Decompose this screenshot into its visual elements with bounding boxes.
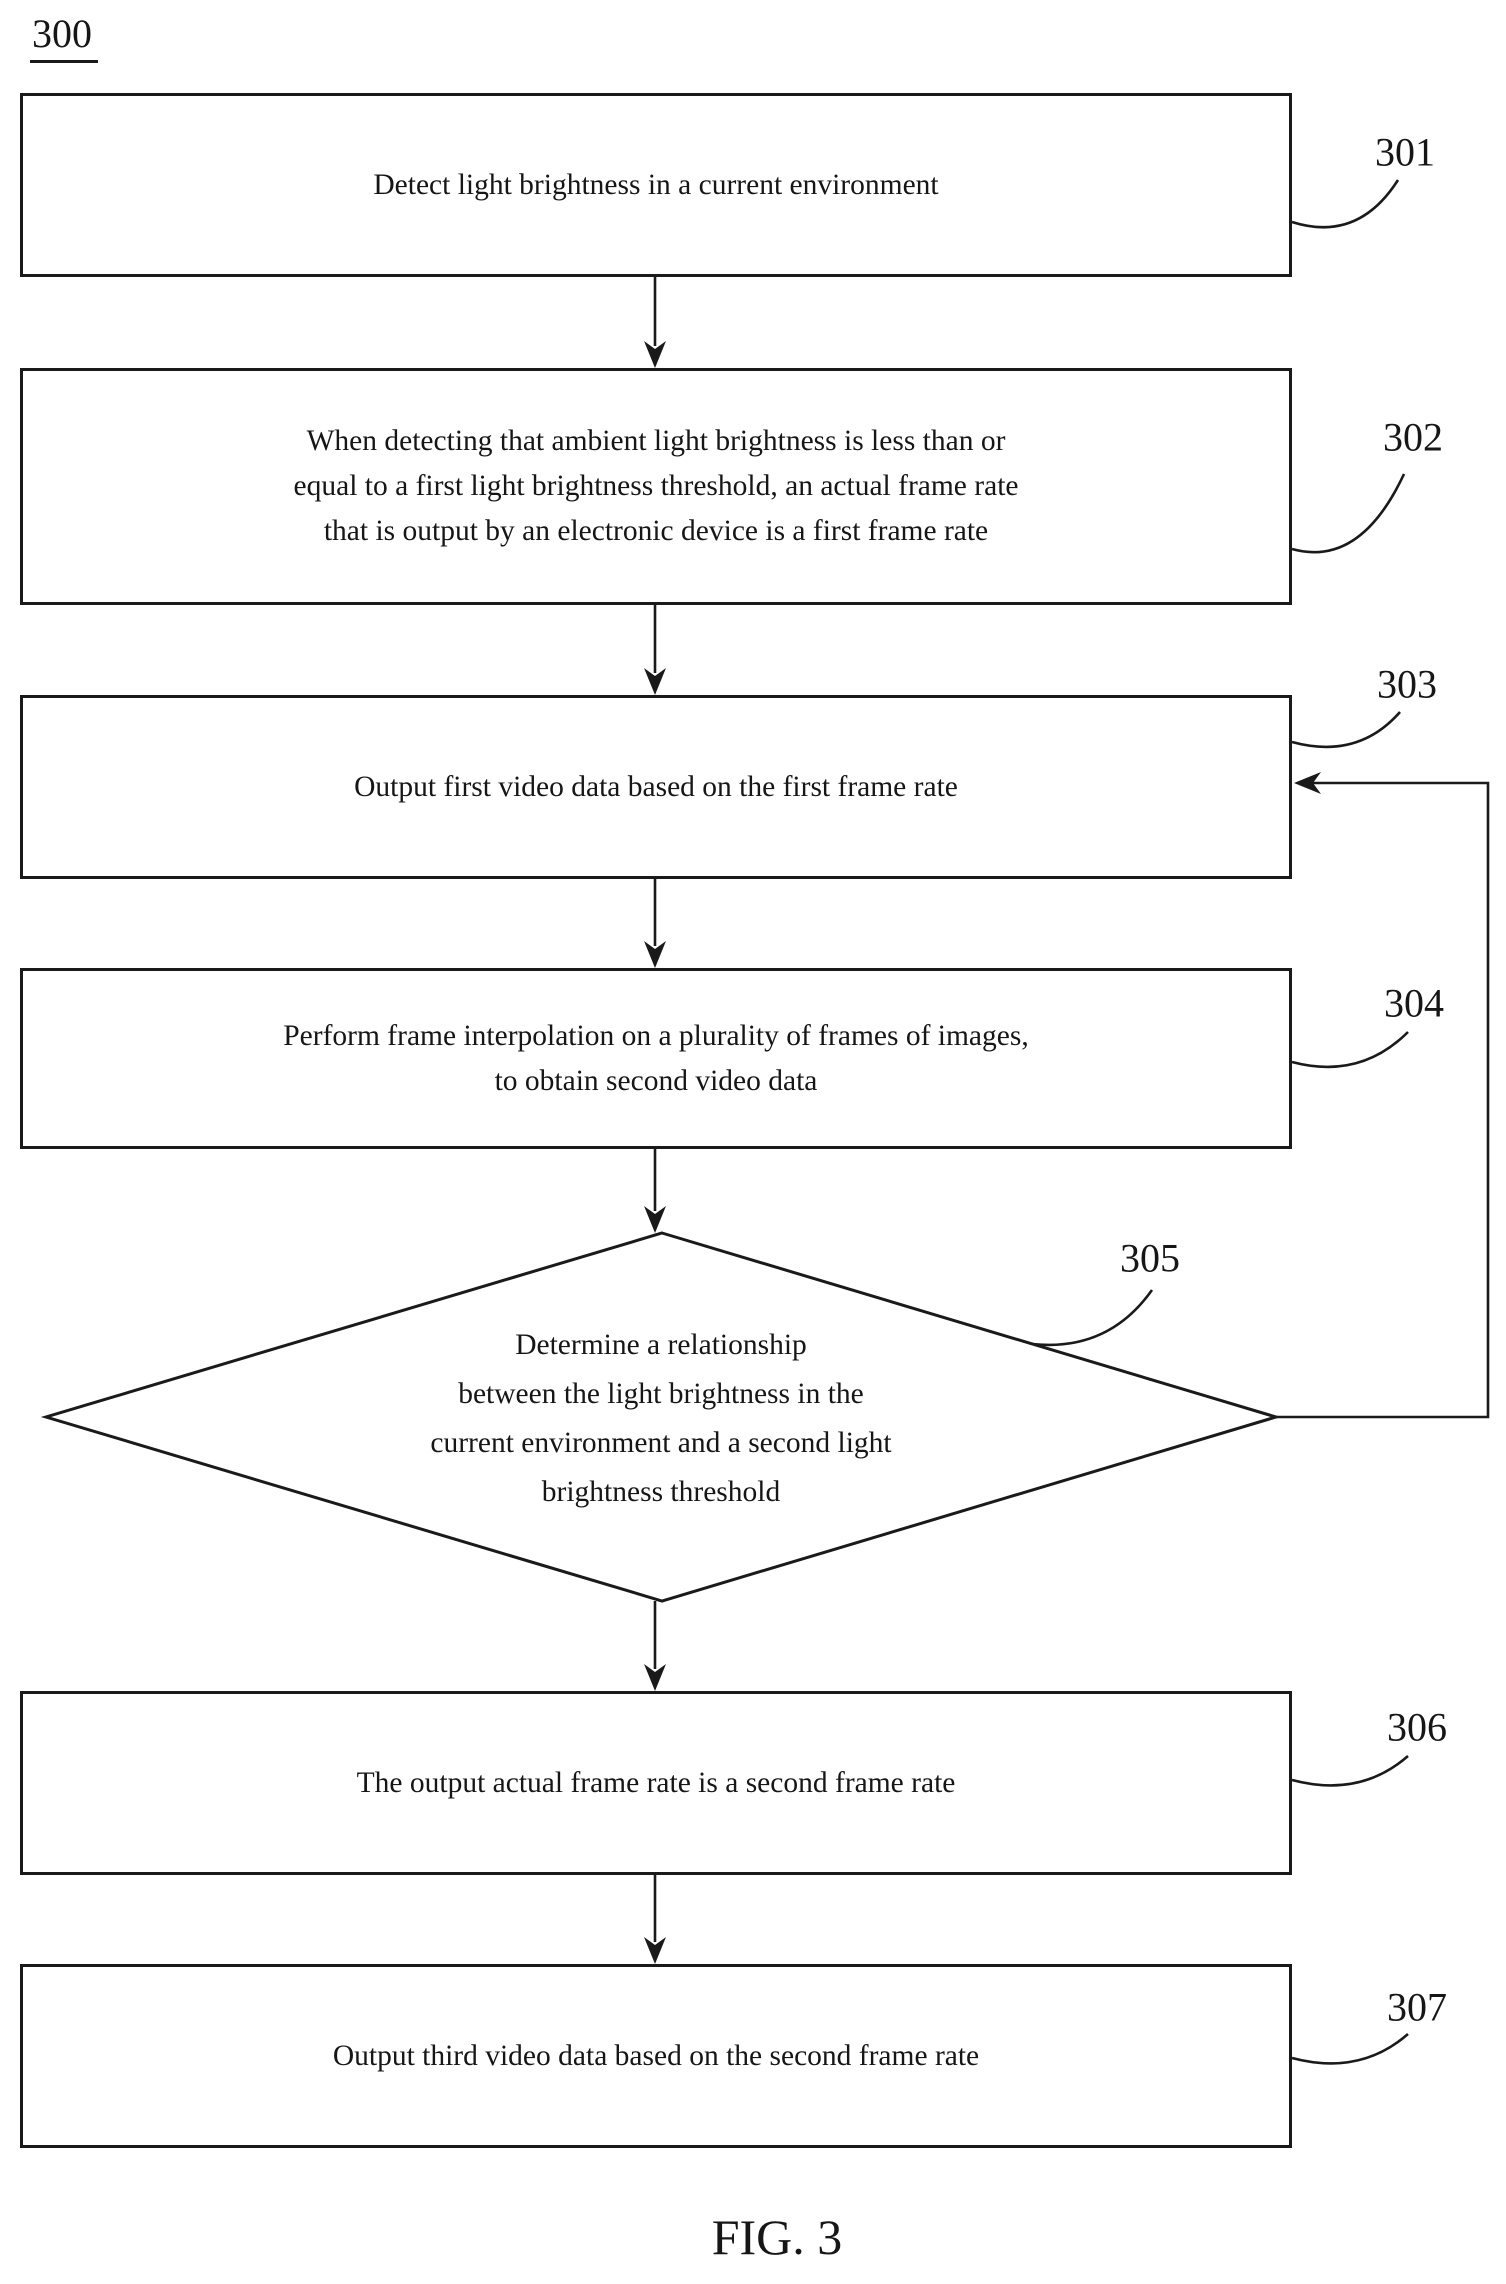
flow-box-301-text: Detect light brightness in a current env… [373, 168, 939, 201]
flow-box-303-text: Output first video data based on the fir… [354, 770, 958, 803]
leader-line-301 [1291, 179, 1400, 229]
ref-numeral-307: 307 [1387, 1984, 1447, 2030]
arrowhead-into-303 [644, 668, 666, 695]
ref-numeral-305: 305 [1120, 1235, 1180, 1281]
flow-box-302-text-line2: equal to a first light brightness thresh… [293, 470, 1019, 502]
flow-box-303: Output first video data based on the fir… [20, 695, 1292, 879]
ref-numeral-306: 306 [1387, 1704, 1447, 1750]
decision-diamond-305 [40, 1231, 1282, 1603]
flow-box-302: When detecting that ambient light bright… [20, 368, 1292, 605]
arrowhead-into-302 [644, 341, 666, 368]
arrowhead-feedback-into-303 [1294, 772, 1321, 794]
flow-box-306: The output actual frame rate is a second… [20, 1691, 1292, 1875]
flow-box-307: Output third video data based on the sec… [20, 1964, 1292, 2148]
ref-numeral-304: 304 [1384, 980, 1444, 1026]
figure-caption: FIG. 3 [711, 2209, 843, 2265]
decision-305-text-line3: current environment and a second light [430, 1427, 892, 1459]
leader-line-306 [1291, 1755, 1409, 1787]
decision-305-text-line1: Determine a relationship [515, 1329, 807, 1361]
leader-line-303 [1291, 711, 1401, 749]
decision-305-text: Determine a relationship between the lig… [261, 1321, 1061, 1517]
flow-box-302-text-line1: When detecting that ambient light bright… [306, 425, 1006, 457]
ref-numeral-301: 301 [1375, 129, 1435, 175]
leader-line-307 [1291, 2033, 1409, 2065]
ref-numeral-303: 303 [1377, 661, 1437, 707]
leader-line-304 [1291, 1031, 1409, 1069]
flow-box-304-text-line1: Perform frame interpolation on a plurali… [283, 1019, 1029, 1052]
flow-box-301: Detect light brightness in a current env… [20, 93, 1292, 277]
leader-line-302 [1291, 473, 1406, 554]
arrowhead-into-307 [644, 1937, 666, 1964]
diagram-number-label: 300 [30, 10, 98, 63]
arrowhead-into-306 [644, 1664, 666, 1691]
arrowhead-into-305 [644, 1206, 666, 1233]
arrowhead-into-304 [644, 941, 666, 968]
leader-line-305 [1031, 1289, 1154, 1347]
flow-box-302-text-line3: that is output by an electronic device i… [323, 515, 989, 547]
flow-box-307-text: Output third video data based on the sec… [332, 2039, 980, 2072]
ref-numeral-302: 302 [1383, 414, 1443, 460]
flow-box-306-text: The output actual frame rate is a second… [356, 1766, 956, 1799]
decision-305-text-line2: between the light brightness in the [458, 1378, 864, 1410]
flow-box-304-text-line2: to obtain second video data [494, 1064, 818, 1097]
feedback-connector-305-to-303 [1276, 781, 1490, 1419]
flow-box-304: Perform frame interpolation on a plurali… [20, 968, 1292, 1149]
decision-305-text-line4: brightness threshold [541, 1476, 781, 1508]
